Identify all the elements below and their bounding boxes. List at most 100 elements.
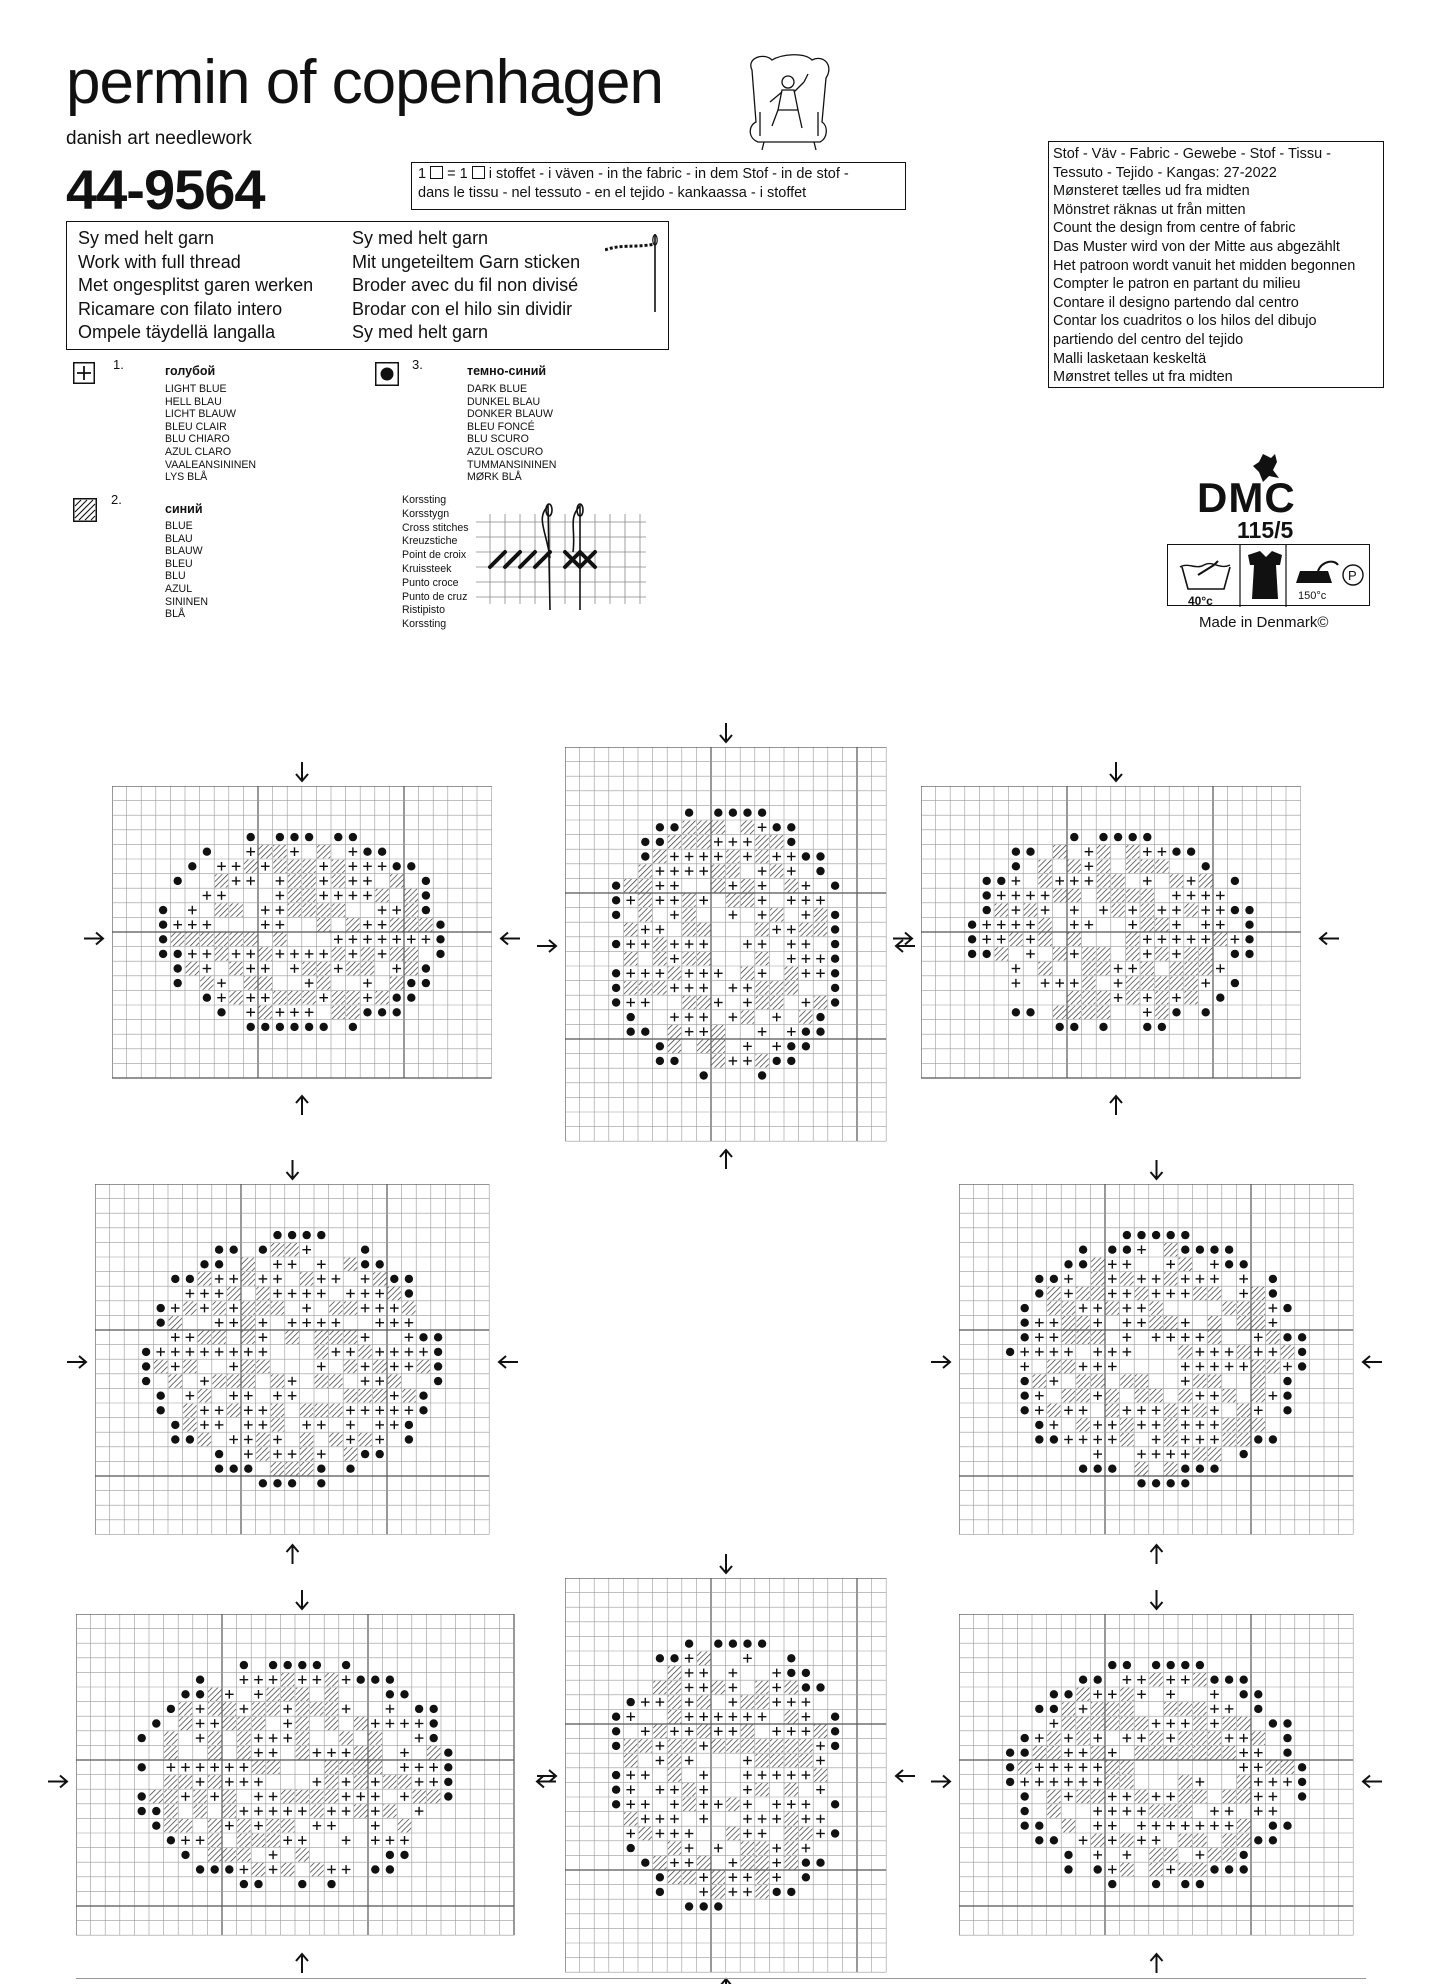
blue-stitch	[1164, 1316, 1178, 1330]
dark-blue-stitch	[655, 1873, 665, 1882]
light-blue-stitch	[1093, 1347, 1102, 1357]
blue-stitch	[241, 1272, 255, 1286]
light-blue-stitch	[268, 1806, 278, 1816]
blue-stitch	[368, 1731, 382, 1745]
light-blue-stitch	[1049, 1719, 1059, 1728]
light-blue-stitch	[1283, 1362, 1292, 1371]
dark-blue-stitch	[1137, 1230, 1146, 1240]
dark-blue-stitch	[1064, 1690, 1073, 1699]
blue-stitch	[653, 849, 667, 864]
blue-stitch	[317, 845, 331, 859]
blue-stitch	[1126, 947, 1140, 961]
light-blue-stitch	[1113, 993, 1123, 1002]
light-blue-stitch	[273, 1274, 282, 1284]
light-blue-stitch	[743, 1770, 752, 1780]
light-blue-stitch	[1049, 1318, 1059, 1327]
blue-stitch	[711, 1025, 725, 1039]
light-blue-stitch	[414, 1777, 424, 1787]
blue-stitch	[1082, 1005, 1096, 1019]
blue-stitch	[711, 879, 725, 893]
blue-stitch	[1164, 1418, 1178, 1432]
light-blue-stitch	[331, 1274, 341, 1284]
light-blue-stitch	[1210, 1719, 1219, 1728]
stitch-name: Punto croce	[402, 576, 459, 589]
blue-stitch	[354, 1760, 368, 1774]
blue-stitch	[295, 1716, 309, 1731]
blue-stitch	[258, 976, 272, 990]
light-blue-stitch	[626, 1712, 635, 1721]
stitch-name: Kreuzstiche	[402, 535, 458, 548]
light-blue-stitch	[400, 1748, 409, 1757]
blue-stitch	[273, 845, 287, 859]
light-blue-stitch	[371, 1719, 380, 1728]
dark-blue-stitch	[319, 1022, 328, 1032]
blue-stitch	[711, 1739, 725, 1753]
dark-blue-stitch	[298, 1660, 307, 1670]
light-blue-stitch	[1020, 1347, 1029, 1357]
bottom-rule	[76, 1978, 1366, 1979]
blue-stitch	[1237, 1345, 1251, 1359]
dark-blue-stitch	[684, 808, 694, 817]
light-blue-stitch	[404, 1333, 414, 1342]
light-blue-stitch	[1035, 1733, 1044, 1743]
light-blue-stitch	[655, 969, 665, 978]
blue-stitch	[667, 1710, 682, 1724]
light-blue-stitch	[997, 891, 1006, 900]
blue-stitch	[711, 1885, 725, 1899]
blue-stitch	[214, 903, 229, 917]
blue-stitch	[1222, 1833, 1236, 1847]
light-blue-stitch	[1224, 1362, 1234, 1371]
dark-blue-stitch	[684, 1902, 694, 1911]
blue-stitch	[302, 991, 316, 1005]
blue-stitch	[427, 1789, 441, 1804]
light-blue-stitch	[1151, 1821, 1161, 1830]
light-blue-stitch	[684, 1654, 694, 1663]
dark-blue-stitch	[1020, 1821, 1029, 1830]
blue-stitch	[711, 1054, 725, 1068]
blue-stitch	[214, 874, 229, 888]
light-blue-stitch	[188, 949, 197, 959]
blue-stitch	[1164, 1462, 1178, 1476]
light-blue-stitch	[1172, 891, 1181, 900]
blue-stitch	[331, 903, 345, 917]
wash-basin-icon: 40°c	[1179, 560, 1231, 608]
blue-stitch	[711, 864, 725, 878]
light-blue-stitch	[214, 1289, 224, 1298]
blue-stitch	[1193, 1702, 1207, 1716]
light-blue-stitch	[1143, 847, 1152, 856]
blue-stitch	[1169, 976, 1184, 990]
light-blue-stitch	[261, 920, 270, 929]
blue-stitch	[164, 1819, 178, 1833]
blue-stitch	[1096, 1005, 1111, 1019]
light-blue-stitch	[363, 978, 372, 988]
light-blue-stitch	[414, 1733, 424, 1743]
light-blue-stitch	[200, 1420, 209, 1430]
light-blue-stitch	[1064, 1289, 1073, 1298]
dark-blue-stitch	[137, 1792, 146, 1801]
light-blue-stitch	[229, 1274, 238, 1284]
light-blue-stitch	[1020, 1777, 1029, 1787]
blue-stitch	[197, 1432, 212, 1447]
blue-stitch	[251, 1833, 266, 1847]
blue-stitch	[1105, 1403, 1119, 1417]
light-blue-stitch	[254, 1821, 263, 1830]
dark-blue-stitch	[414, 1704, 424, 1714]
dark-blue-stitch	[360, 1260, 370, 1269]
dark-blue-stitch	[1283, 1333, 1292, 1342]
light-blue-stitch	[714, 852, 723, 861]
blue-stitch	[373, 1359, 387, 1374]
light-blue-stitch	[327, 1748, 336, 1757]
thread-instruction: Sy med helt garn	[352, 322, 489, 342]
light-blue-stitch	[225, 1821, 234, 1830]
blue-stitch	[740, 966, 755, 980]
brand-tagline: danish art needlework	[66, 128, 252, 149]
light-blue-stitch	[214, 1406, 224, 1415]
light-blue-stitch	[254, 1777, 263, 1787]
light-blue-stitch	[1093, 1449, 1102, 1459]
pattern-chart-3	[921, 786, 1301, 1079]
light-blue-stitch	[371, 1821, 380, 1830]
dark-blue-stitch	[1268, 1274, 1278, 1284]
light-blue-stitch	[1122, 1347, 1132, 1357]
centre-arrow-icon	[1109, 762, 1123, 783]
light-blue-stitch	[331, 1347, 341, 1357]
